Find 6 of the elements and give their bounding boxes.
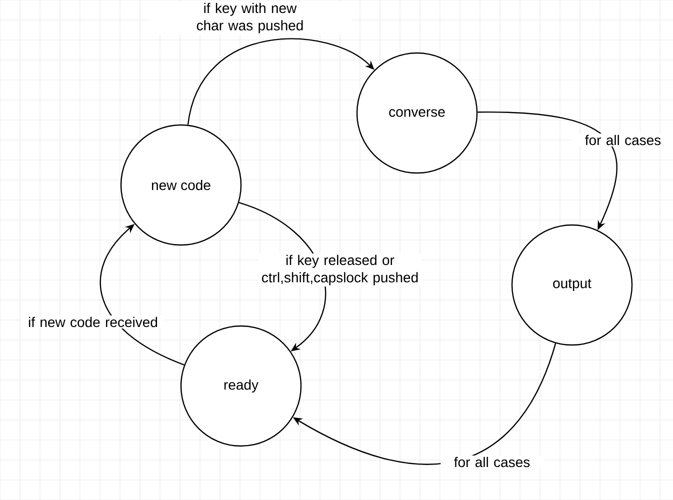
- edge-label: if key with new char was pushed: [148, 1, 352, 35]
- edge-label: for all cases: [440, 456, 544, 468]
- edge-label: if new code received: [22, 316, 164, 328]
- edge-label: if key released or ctrl,shift,capslock pushed: [258, 253, 422, 287]
- arrow: [100, 224, 184, 366]
- edge-label: for all cases: [572, 134, 673, 146]
